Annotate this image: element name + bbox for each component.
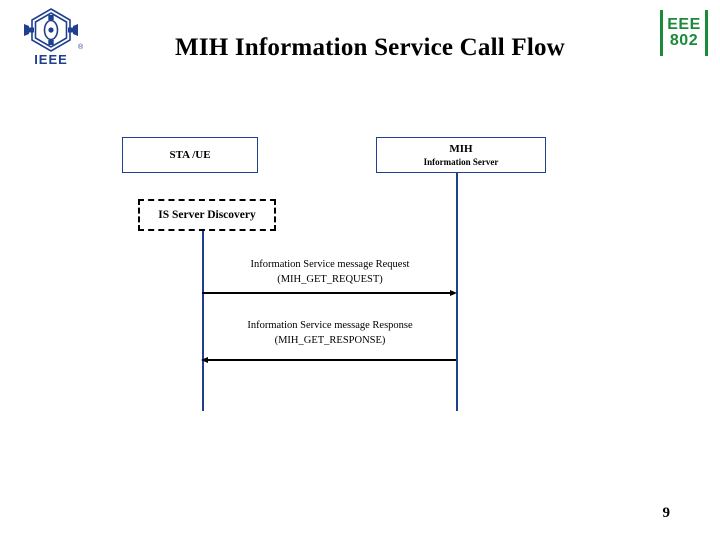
lifeline-line-server: [456, 173, 458, 411]
badge-line-1: EEE: [667, 16, 701, 33]
lifeline-line-sta-ue: [202, 231, 204, 411]
lifeline-server-label: MIH: [449, 143, 473, 155]
svg-text:IEEE: IEEE: [34, 52, 68, 67]
lifeline-box-sta-ue: STA /UE: [122, 137, 258, 173]
arrowhead-left-icon: [201, 357, 208, 363]
lifeline-box-mih-information-server: MIH Information Server: [376, 137, 546, 173]
message-is-request-line2: (MIH_GET_REQUEST): [277, 274, 383, 286]
message-label-is-request: Information Service message Request (MIH…: [205, 257, 455, 287]
arrowhead-right-icon: [450, 290, 457, 296]
page-title: MIH Information Service Call Flow: [175, 34, 565, 61]
ieee-logo: IEEE ®: [12, 6, 90, 68]
ieee-802-badge: EEE 802: [660, 10, 708, 56]
message-is-response-line2: (MIH_GET_RESPONSE): [274, 335, 386, 347]
is-server-discovery-label: IS Server Discovery: [158, 209, 256, 221]
arrow-is-response: [206, 359, 456, 361]
arrow-is-request: [202, 292, 452, 294]
message-is-request-line1: Information Service message Request: [250, 259, 410, 270]
lifeline-sta-ue-label: STA /UE: [169, 149, 211, 161]
page-number: 9: [662, 505, 671, 521]
message-is-response-line1: Information Service message Response: [247, 320, 413, 331]
message-label-is-response: Information Service message Response (MI…: [205, 318, 455, 348]
badge-line-2: 802: [669, 32, 699, 49]
lifeline-server-sublabel: Information Server: [423, 157, 499, 167]
is-server-discovery-box: IS Server Discovery: [138, 199, 276, 231]
svg-text:®: ®: [78, 43, 84, 51]
